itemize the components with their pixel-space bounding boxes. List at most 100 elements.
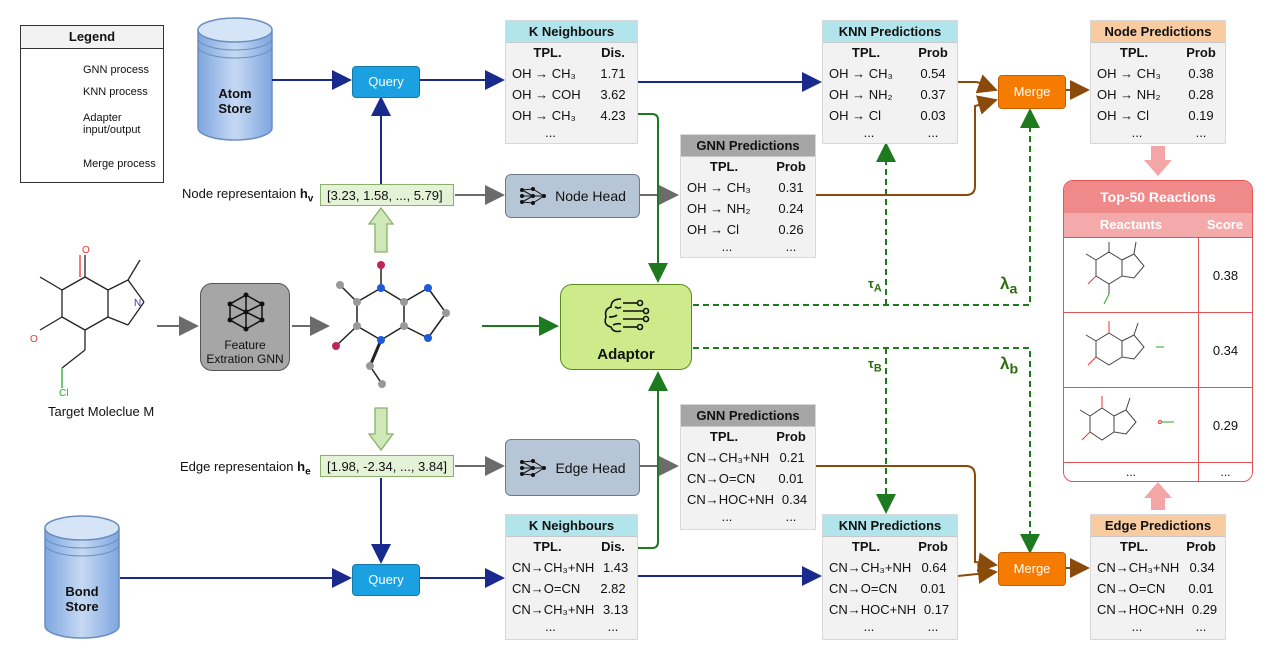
neural-net-icon xyxy=(520,187,547,205)
feature-extraction-gnn: Feature Extration GNN xyxy=(200,283,290,371)
atom-store-label: Atom Store xyxy=(218,86,252,116)
table-row: ...... xyxy=(863,125,939,140)
lambda-b-symbol: λb xyxy=(1000,354,1019,378)
tau-a-symbol: τA xyxy=(868,276,882,295)
adapter-arrows xyxy=(482,108,1040,554)
table-title: K Neighbours xyxy=(506,515,637,537)
merge-process-arrows xyxy=(816,74,1090,584)
bond-query-button[interactable]: Query xyxy=(352,564,420,596)
svg-text:O: O xyxy=(82,245,90,256)
reactant-structure xyxy=(1064,238,1199,312)
col-header: Dis. xyxy=(601,539,625,554)
col-header: Prob xyxy=(776,429,806,444)
col-header: TPL. xyxy=(851,539,881,554)
molecular-graph xyxy=(332,261,450,388)
edge-repr-label: Edge representaion he xyxy=(180,459,311,478)
col-header: Prob xyxy=(1186,539,1216,554)
col-header: TPL. xyxy=(709,159,739,174)
legend-title: Legend xyxy=(21,26,163,49)
table-title: Edge Predictions xyxy=(1091,515,1225,537)
bond-store-label: Bond Store xyxy=(65,584,99,614)
adaptor-label: Adaptor xyxy=(597,346,655,363)
pink-block-arrows xyxy=(1144,146,1172,510)
col-header: TPL. xyxy=(1119,539,1149,554)
legend-adapter-label: Adapter input/output xyxy=(83,112,141,136)
neural-net-icon xyxy=(520,458,547,477)
node-head-box: Node Head xyxy=(505,174,640,218)
edge-merge-button[interactable]: Merge xyxy=(998,552,1066,586)
table-row: ...... xyxy=(1131,125,1207,140)
col-header: TPL. xyxy=(533,45,562,60)
score-value: 0.34 xyxy=(1212,342,1239,358)
reactant-structure xyxy=(1064,388,1199,462)
table-title: KNN Predictions xyxy=(823,21,957,43)
edge-head-label: Edge Head xyxy=(555,459,626,476)
table-row: ... ... xyxy=(1064,462,1252,481)
col-header: Prob xyxy=(776,159,806,174)
score-value: 0.38 xyxy=(1212,267,1239,283)
table-title: GNN Predictions xyxy=(681,405,815,427)
svg-text:O: O xyxy=(30,334,38,345)
svg-text:N: N xyxy=(134,298,141,309)
svg-text:Cl: Cl xyxy=(59,388,68,399)
table-row: 0.38 xyxy=(1064,237,1252,312)
table-row: ...... xyxy=(863,619,939,634)
score-header: Score xyxy=(1206,217,1244,232)
col-header: Dis. xyxy=(601,45,625,60)
legend-merge-label: Merge process xyxy=(83,158,156,170)
col-header: TPL. xyxy=(1119,45,1149,60)
edge-head-box: Edge Head xyxy=(505,439,640,496)
target-molecule-label: Target Moleclue M xyxy=(48,404,155,419)
adaptor-box: Adaptor xyxy=(560,284,692,370)
table-title: KNN Predictions xyxy=(823,515,957,537)
top50-title: Top-50 Reactions xyxy=(1064,181,1252,213)
table-row: ...... xyxy=(721,509,797,524)
tau-b-symbol: τB xyxy=(868,356,882,375)
ai-brain-icon xyxy=(604,298,650,333)
up-down-block-arrows xyxy=(367,206,395,452)
target-molecule-structure xyxy=(39,255,145,388)
node-head-label: Node Head xyxy=(555,188,626,204)
reactants-header: Reactants xyxy=(1099,217,1163,232)
col-header: Prob xyxy=(1186,45,1216,60)
table-title: GNN Predictions xyxy=(681,135,815,157)
table-title: K Neighbours xyxy=(506,21,637,43)
score-value: 0.29 xyxy=(1212,417,1239,433)
target-molecule-atoms: O O Cl N xyxy=(30,245,141,399)
bond-store-cylinder xyxy=(44,515,120,639)
table-row: 0.29 xyxy=(1064,387,1252,462)
reactant-molecule-2 xyxy=(1085,321,1164,366)
reactant-structure xyxy=(1064,313,1199,387)
legend-gnn-label: GNN process xyxy=(83,64,150,76)
reactant-molecule-1 xyxy=(1085,241,1145,305)
atom-query-button[interactable]: Query xyxy=(352,66,420,98)
table-row: ...... xyxy=(545,619,619,634)
node-repr-label: Node representaion hv xyxy=(182,186,314,205)
node-merge-button[interactable]: Merge xyxy=(998,75,1066,109)
gnn-label-2: Extration GNN xyxy=(206,352,284,366)
